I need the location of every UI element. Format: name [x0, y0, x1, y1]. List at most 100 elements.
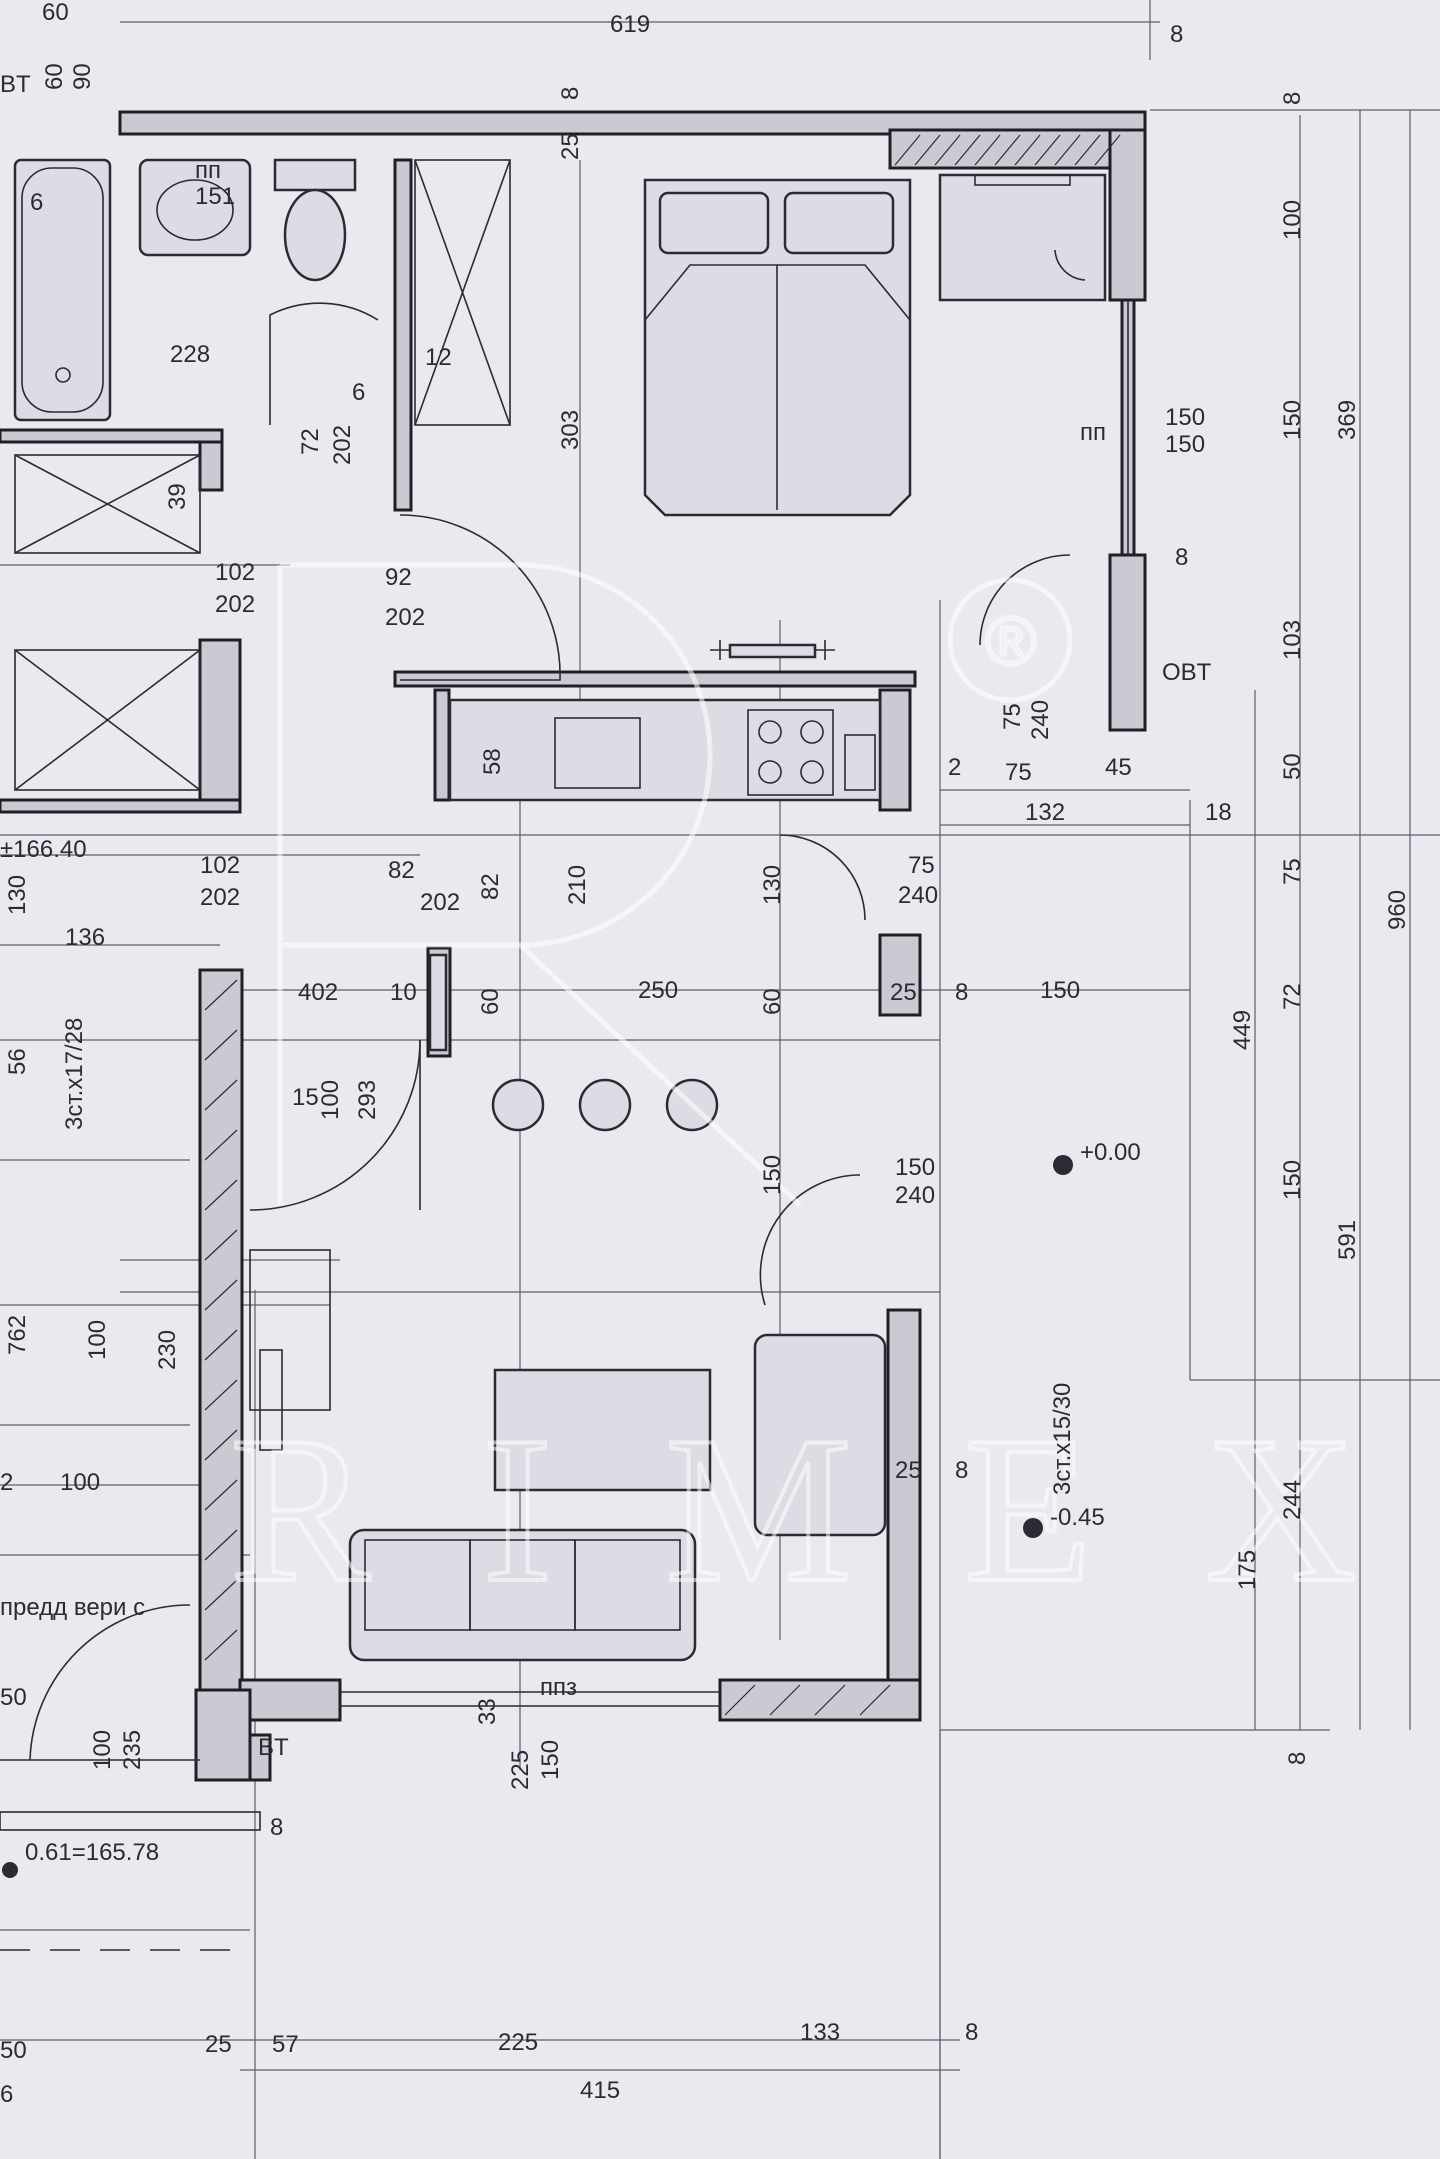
dim-8: 8	[1170, 21, 1183, 48]
dim-8: 8	[955, 1457, 968, 1484]
watermark: R I M E X ®	[228, 562, 1359, 1628]
dim-202: 202	[385, 604, 425, 631]
dim-8: 8	[1279, 92, 1306, 105]
tag-bottom: ппз	[540, 1674, 577, 1701]
dim-50: 50	[0, 1684, 27, 1711]
dim-132: 132	[1025, 799, 1065, 826]
dim-102: 102	[200, 852, 240, 879]
dim-10: 10	[390, 979, 417, 1006]
dim-130: 130	[759, 865, 786, 905]
dim-6: 6	[352, 379, 365, 406]
dim-240: 240	[895, 1182, 935, 1209]
dim-25: 25	[890, 979, 917, 1006]
dim-56: 56	[4, 1048, 31, 1075]
dim-60: 60	[759, 988, 786, 1015]
dim-369: 369	[1334, 400, 1361, 440]
dim-39: 39	[164, 483, 191, 510]
dim-240: 240	[898, 882, 938, 909]
dim-72: 72	[1279, 983, 1306, 1010]
dim-202: 202	[200, 884, 240, 911]
dim-75: 75	[908, 852, 935, 879]
dim-133: 133	[800, 2019, 840, 2046]
dim-228: 228	[170, 341, 210, 368]
toilet	[283, 188, 347, 282]
dim-75: 75	[999, 703, 1026, 730]
dim-202: 202	[329, 425, 356, 465]
kitchen	[448, 698, 882, 921]
elevation-markers	[2, 1155, 1073, 1878]
dim-82: 82	[388, 857, 415, 884]
dim-72: 72	[297, 428, 324, 455]
dim-58: 58	[479, 748, 506, 775]
dim-175: 175	[1234, 1550, 1261, 1590]
dim-150: 150	[1165, 431, 1205, 458]
armchair	[753, 1333, 887, 1537]
pillow	[658, 191, 770, 255]
dim-18: 18	[1205, 799, 1232, 826]
wardrobe	[414, 159, 511, 426]
dim-960: 960	[1384, 890, 1411, 930]
dim-150: 150	[537, 1740, 564, 1780]
dim-75: 75	[1005, 759, 1032, 786]
dim-303: 303	[557, 410, 584, 450]
dim-8: 8	[1175, 544, 1188, 571]
label-obt: OBT	[1162, 659, 1212, 686]
dim-150: 150	[1279, 1160, 1306, 1200]
bedroom	[414, 159, 1107, 660]
dim-8: 8	[270, 1814, 283, 1841]
coffee-table	[493, 1368, 712, 1492]
dim-102: 102	[215, 559, 255, 586]
dim-25: 25	[205, 2031, 232, 2058]
walls	[0, 110, 1147, 1782]
dim-293: 293	[354, 1080, 381, 1120]
dim-60: 60	[41, 63, 68, 90]
dim-235: 235	[119, 1730, 146, 1770]
dim-100: 100	[60, 1469, 100, 1496]
dim-57: 57	[272, 2031, 299, 2058]
living-room	[0, 953, 887, 1951]
dim-60: 60	[477, 988, 504, 1015]
dim-100: 100	[317, 1080, 344, 1120]
elevation-minus: -0.45	[1050, 1504, 1105, 1531]
pillow	[783, 191, 895, 255]
dim-230: 230	[154, 1330, 181, 1370]
dim-210: 210	[564, 865, 591, 905]
tag-window: пп	[1080, 419, 1106, 446]
dim-250: 250	[638, 977, 678, 1004]
dim-240: 240	[1027, 700, 1054, 740]
dim-100: 100	[84, 1320, 111, 1360]
dim-92: 92	[385, 564, 412, 591]
dim-50: 50	[0, 2037, 27, 2064]
dim-6: 6	[30, 189, 43, 216]
dim-591: 591	[1334, 1220, 1361, 1260]
dim-202: 202	[215, 591, 255, 618]
dim-619: 619	[610, 11, 650, 38]
dim-8: 8	[955, 979, 968, 1006]
dim-12: 12	[425, 344, 452, 371]
dim-15: 15	[292, 1084, 319, 1111]
stair-note-left: 3ст.x17/28	[61, 1018, 88, 1130]
elevation-zero: +0.00	[1080, 1139, 1141, 1166]
dim-415: 415	[580, 2077, 620, 2104]
label-bt-bottom: BT	[258, 1734, 289, 1761]
dim-2: 2	[0, 1469, 13, 1496]
dim-45: 45	[1105, 754, 1132, 781]
dim-136: 136	[65, 924, 105, 951]
dim-244: 244	[1279, 1480, 1306, 1520]
sofa	[348, 1528, 697, 1662]
dim-151: 151	[195, 183, 235, 210]
dim-6: 6	[0, 2081, 13, 2108]
dim-150: 150	[1040, 977, 1080, 1004]
elevation-bottom: 0.61=165.78	[25, 1839, 159, 1866]
dim-103: 103	[1279, 620, 1306, 660]
dim-402: 402	[298, 979, 338, 1006]
kitchen-counter	[448, 698, 882, 802]
dim-33: 33	[474, 1698, 501, 1725]
dim-150: 150	[1165, 404, 1205, 431]
dim-150: 150	[759, 1155, 786, 1195]
dim-8: 8	[557, 87, 584, 100]
dim-75: 75	[1279, 858, 1306, 885]
dim-150: 150	[1279, 400, 1306, 440]
dim-449: 449	[1229, 1010, 1256, 1050]
